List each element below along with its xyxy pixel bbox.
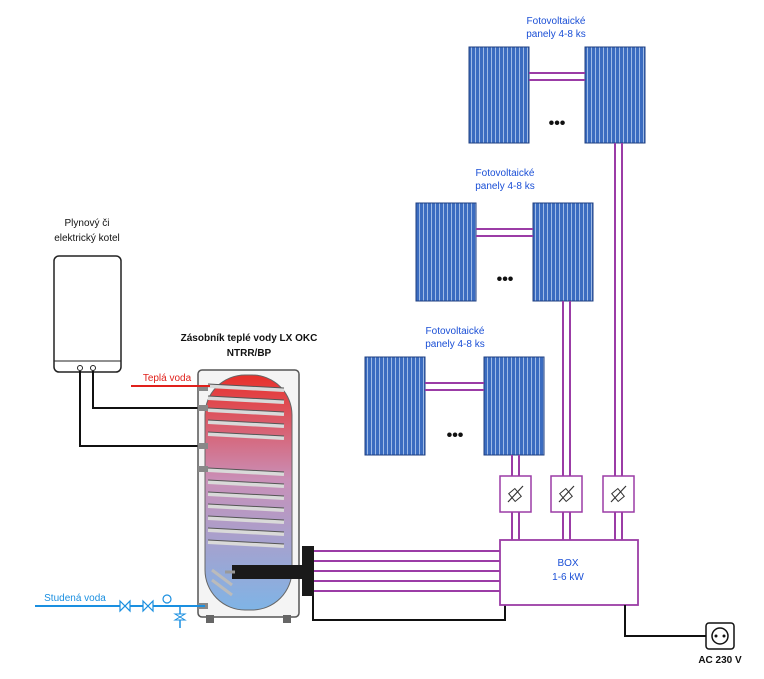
pv-panel (532, 202, 594, 302)
pv-group-bottom-label2: panely 4-8 ks (425, 339, 484, 350)
tank-box-cables (312, 550, 500, 592)
pv-group-top-label2: panely 4-8 ks (526, 29, 585, 40)
pv-group-top-label1: Fotovoltaické (527, 16, 586, 27)
power-socket: AC 230 V (698, 622, 742, 666)
valve-icon (119, 599, 131, 613)
socket-label: AC 230 V (698, 655, 742, 666)
box-label-line2: 1-6 kW (552, 572, 584, 583)
pv-group-bottom-label1: Fotovoltaické (426, 326, 485, 337)
socket-icon (711, 627, 729, 645)
breaker-1 (499, 475, 532, 513)
pv-group-middle: Fotovoltaické panely 4-8 ks ••• (415, 168, 594, 302)
pv-group-middle-ellipsis: ••• (497, 271, 514, 288)
tank-label-line2: NTRR/BP (227, 348, 272, 359)
pv-cables (511, 143, 623, 540)
boiler: Plynový či elektrický kotel (53, 218, 122, 373)
hot-water-label: Teplá voda (143, 373, 192, 384)
safety-valve-icon (173, 613, 187, 621)
pv-panel (364, 356, 426, 456)
boiler-pipes (79, 371, 210, 447)
breaker-2 (550, 475, 583, 513)
tank-label-line1: Zásobník teplé vody LX OKC (181, 333, 318, 344)
pv-panel (468, 46, 530, 144)
pv-group-middle-label2: panely 4-8 ks (475, 181, 534, 192)
pv-panel (415, 202, 477, 302)
control-box: BOX 1-6 kW (499, 539, 639, 606)
pv-panel (483, 356, 545, 456)
pv-panel (584, 46, 646, 144)
pv-group-bottom-ellipsis: ••• (447, 427, 464, 444)
pv-group-bottom: Fotovoltaické panely 4-8 ks ••• (364, 326, 545, 456)
hot-water-line: Teplá voda (131, 373, 210, 387)
boiler-label-line1: Plynový či (64, 218, 109, 229)
gauge-icon (162, 594, 172, 604)
pv-group-top: Fotovoltaické panely 4-8 ks ••• (468, 16, 646, 144)
pv-group-middle-label1: Fotovoltaické (476, 168, 535, 179)
boiler-label-line2: elektrický kotel (54, 233, 120, 244)
breaker-3 (602, 475, 635, 513)
water-tank: Zásobník teplé vody LX OKC NTRR/BP (181, 333, 318, 623)
box-label-line1: BOX (557, 558, 578, 569)
valve-icon (142, 599, 154, 613)
cold-water-label: Studená voda (44, 593, 106, 604)
heating-element (232, 565, 312, 579)
cold-water-line: Studená voda (35, 593, 205, 628)
boiler-body (53, 255, 122, 373)
pv-group-top-ellipsis: ••• (549, 115, 566, 132)
